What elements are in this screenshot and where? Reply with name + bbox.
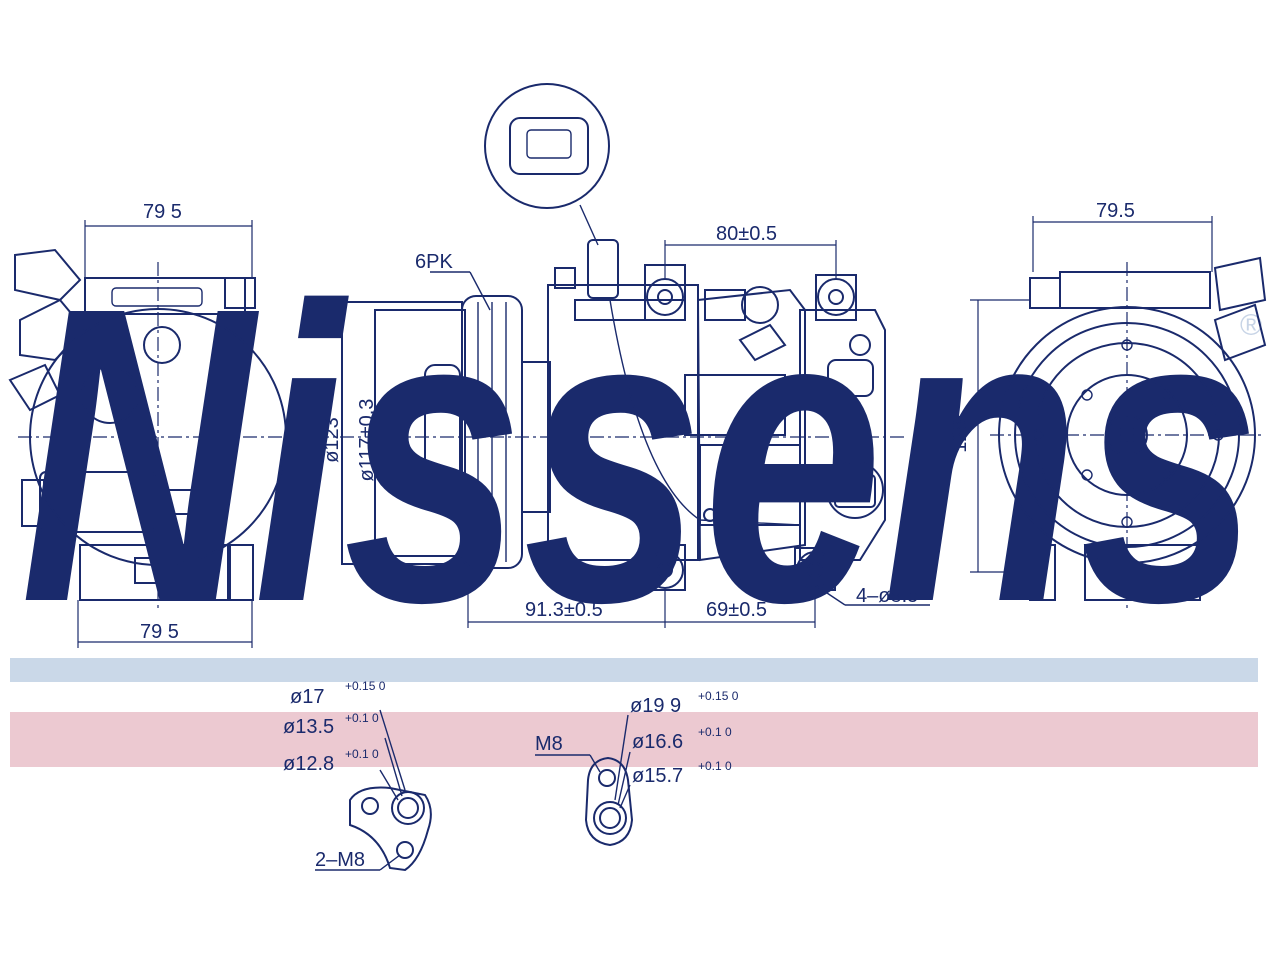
dim-left-bottom-width: 79 5 — [140, 621, 179, 643]
dim-pulley-outer: ø123 — [321, 417, 343, 463]
port2-d3-tol: +0.1 0 — [698, 759, 732, 773]
belt-label: 6PK — [415, 251, 453, 273]
dim-right-height: 128 — [949, 419, 971, 452]
port1-d3: ø12.8 — [283, 753, 334, 775]
port-detail-2 — [535, 714, 634, 847]
port1-d1: ø17 — [290, 686, 324, 708]
center-view — [315, 83, 930, 628]
brand-watermark: Nissens ® — [20, 221, 1262, 690]
port-detail-1 — [315, 709, 432, 872]
registered-mark: ® — [1240, 309, 1262, 342]
dim-pulley-inner: ø117±0.3 — [356, 399, 378, 482]
port1-bolts: 2–M8 — [315, 849, 365, 871]
port1-d3-tol: +0.1 0 — [345, 747, 379, 761]
port2-d1-tol: +0.15 0 — [698, 689, 739, 703]
port1-d2-tol: +0.1 0 — [345, 711, 379, 725]
dim-mount-bottom-left: 91.3±0.5 — [525, 599, 603, 621]
port2-d2: ø16.6 — [632, 731, 683, 753]
pink-band — [10, 712, 1258, 767]
port1-d1-tol: +0.15 0 — [345, 679, 386, 693]
port1-d2: ø13.5 — [283, 716, 334, 738]
dim-left-top-width: 79 5 — [143, 201, 182, 223]
dim-holes: 4–ø8.5 — [856, 585, 918, 607]
port2-d3: ø15.7 — [632, 765, 683, 787]
blue-band — [10, 658, 1258, 682]
port2-d2-tol: +0.1 0 — [698, 725, 732, 739]
right-view — [970, 216, 1267, 612]
dim-mount-top: 80±0.5 — [716, 223, 777, 245]
dim-right-top-width: 79.5 — [1096, 200, 1135, 222]
dim-mount-bottom-right: 69±0.5 — [706, 599, 767, 621]
left-view — [8, 220, 298, 648]
port2-d1: ø19 9 — [630, 695, 681, 717]
watermark-text: Nissens — [20, 221, 1260, 690]
port2-bolt: M8 — [535, 733, 563, 755]
